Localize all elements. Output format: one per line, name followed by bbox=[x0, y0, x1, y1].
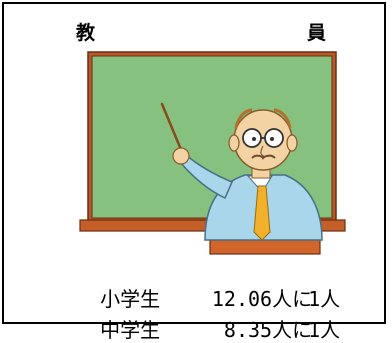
stat-label: 小学生 bbox=[100, 287, 161, 311]
stat-count: 1人 bbox=[308, 287, 341, 311]
stat-row-elementary: 小学生 12.06人に1人 bbox=[76, 259, 368, 312]
stat-value: 8.35 bbox=[223, 318, 273, 342]
pointer-stick bbox=[160, 102, 184, 154]
heading-left: 教 bbox=[76, 22, 96, 44]
teacher-illustration bbox=[79, 51, 346, 255]
heading-right: 員 bbox=[307, 22, 327, 44]
stat-value: 12.06 bbox=[211, 287, 273, 311]
teacher-figure bbox=[172, 108, 323, 241]
podium bbox=[209, 239, 321, 255]
stat-unit: 人に bbox=[272, 287, 313, 311]
